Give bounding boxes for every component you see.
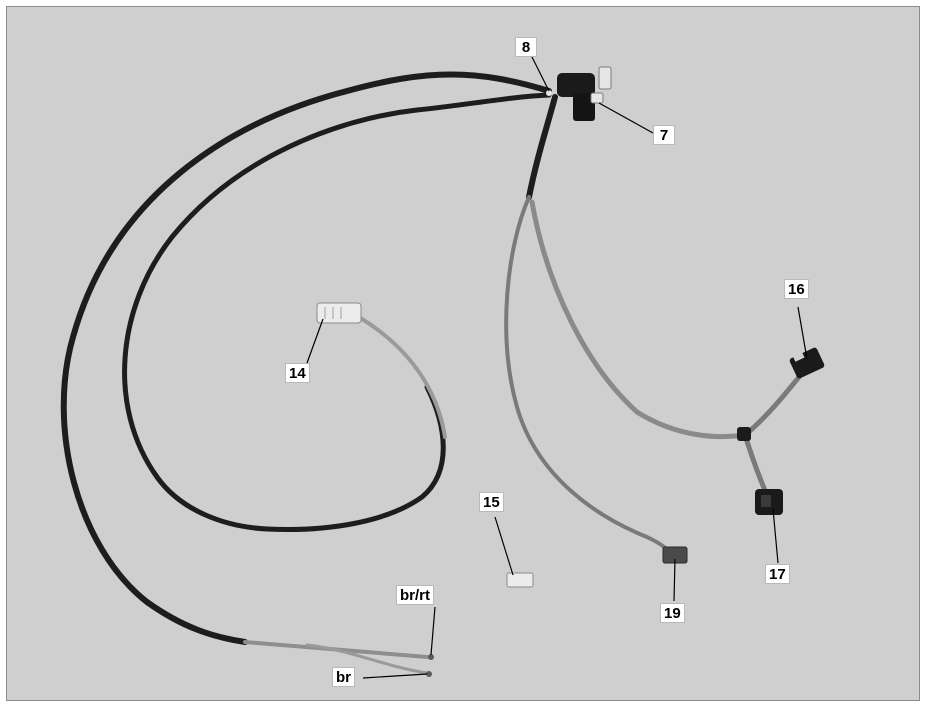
callout-br-rt: br/rt [396,585,434,605]
splice-sleeve [737,427,751,441]
wire-outer-loop [60,71,552,645]
callout-19: 19 [660,603,685,623]
wire-branch-19 [504,195,677,562]
wire-trunk [526,94,558,200]
callout-7: 7 [653,125,675,145]
callout-16: 16 [784,279,809,299]
connector-14 [316,302,362,324]
leader-16 [797,306,808,360]
leader-br [362,673,428,679]
callout-14: 14 [285,363,310,383]
harness-drawing [60,54,825,679]
callout-15: 15 [479,492,504,512]
wire-to-17 [742,432,770,498]
connector-15 [506,572,534,588]
wire-inner-loop [122,92,552,532]
wire-branch-16-17 [529,199,748,440]
connector-16 [789,346,825,379]
leader-15 [494,516,514,576]
callout-br: br [332,667,355,687]
connector-17 [755,489,783,515]
wire-outer-tail-2 [305,643,429,675]
wiring-harness-illustration: 8 7 16 14 15 17 19 br/rt br [6,6,920,701]
leader-8 [530,54,550,92]
leader-14 [306,318,324,364]
leader-7 [598,102,654,134]
wire-inner-tail [360,317,447,439]
leader-17 [772,508,779,564]
leader-19 [673,558,676,602]
leader-br-rt [430,606,436,656]
wire-end-br-rt [428,654,434,660]
connector-8-block [546,66,612,121]
callout-8: 8 [515,37,537,57]
wire-end-br [426,671,432,677]
callout-17: 17 [765,564,790,584]
